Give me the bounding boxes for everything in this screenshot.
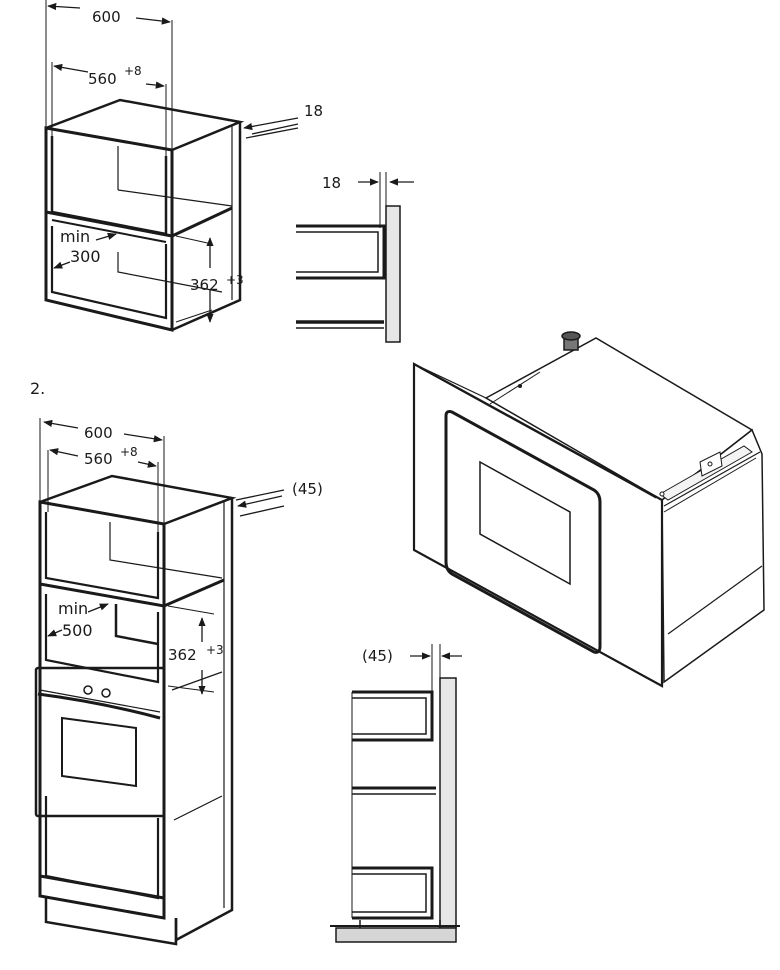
figure-1-section-gap: 18: [322, 174, 341, 192]
figure-2-dimensions: [43, 419, 285, 695]
figure-1-side-section: [296, 172, 414, 343]
figure-2-cabinet: [34, 418, 237, 946]
figure-1-outer-width: 600: [92, 8, 121, 26]
figure-2-depth-prefix: min: [58, 599, 88, 618]
figure-2-section-gap: (45): [362, 647, 393, 665]
figure-2-inner-width-tolerance: +8: [120, 445, 138, 459]
figure-2-height: 362: [168, 646, 197, 664]
figure-1-depth: 300: [70, 247, 101, 266]
figure-1-depth-prefix: min: [60, 227, 90, 246]
figure-2-side-section: [330, 644, 462, 943]
figure-2-panel-gap: (45): [292, 480, 323, 498]
figure-1-height-tolerance: +3: [226, 273, 244, 287]
figure-1-inner-width: 560: [88, 70, 117, 88]
figure-1-height: 362: [190, 276, 219, 294]
figure-1-inner-width-tolerance: +8: [124, 64, 142, 78]
figure-2-outer-width: 600: [84, 424, 113, 442]
figure-2-number: 2.: [30, 379, 45, 398]
microwave-appliance: [412, 331, 765, 688]
figure-1-dimensions: [47, 2, 299, 323]
figure-2-height-tolerance: +3: [206, 643, 224, 657]
figure-2-depth: 500: [62, 621, 93, 640]
figure-2-inner-width: 560: [84, 450, 113, 468]
figure-1-panel-thickness: 18: [304, 102, 323, 120]
figure-1-cabinet: [44, 0, 245, 332]
